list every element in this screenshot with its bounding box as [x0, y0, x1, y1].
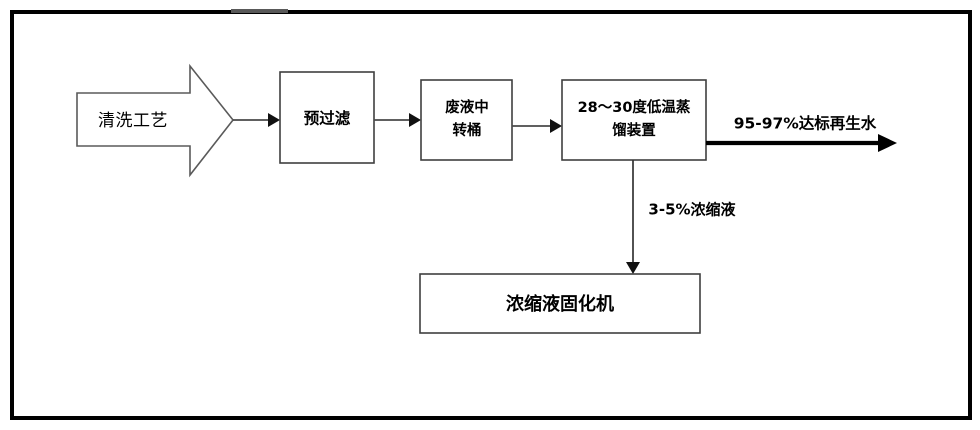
node-concentrate-solidifier[interactable]: 浓缩液固化机	[419, 273, 701, 334]
node-waste-liquid-drum[interactable]: 废液中 转桶	[420, 79, 513, 161]
top-notch-marker	[231, 9, 288, 13]
edge-label-concentrate: 3-5%浓缩液	[648, 201, 736, 219]
node-concentrate-solidifier-label: 浓缩液固化机	[506, 293, 614, 315]
node-cleaning-process-label: 清洗工艺	[98, 111, 168, 131]
node-waste-liquid-drum-label-line2: 转桶	[453, 121, 482, 139]
edge-arrowhead	[268, 113, 280, 127]
node-waste-liquid-drum-box	[420, 79, 513, 161]
block-arrow-shape	[76, 63, 235, 178]
node-pre-filter-label: 预过滤	[304, 109, 351, 128]
edge-arrowhead	[878, 134, 897, 152]
edge-label-recycled-water: 95-97%达标再生水	[734, 114, 877, 133]
edge-drum-to-distiller	[512, 119, 562, 133]
edge-concentrate-branch: 3-5%浓缩液	[626, 160, 737, 274]
node-low-temp-distiller[interactable]: 28～30度低温蒸 馏装置	[561, 79, 707, 161]
edge-arrowhead	[550, 119, 562, 133]
diagram-outer-frame	[10, 10, 972, 420]
edge-arrowhead	[409, 113, 421, 127]
edge-cleaning-to-prefilter	[233, 113, 280, 127]
node-cleaning-process[interactable]: 清洗工艺	[76, 63, 235, 178]
node-low-temp-distiller-label-line1: 28～30度低温蒸	[578, 98, 691, 116]
edge-recycled-water-output: 95-97%达标再生水	[706, 114, 897, 152]
node-pre-filter[interactable]: 预过滤	[279, 71, 375, 164]
edge-arrowhead	[626, 262, 640, 274]
node-concentrate-solidifier-box	[419, 273, 701, 334]
node-pre-filter-box	[279, 71, 375, 164]
node-low-temp-distiller-box	[561, 79, 707, 161]
edge-prefilter-to-drum	[374, 113, 421, 127]
node-low-temp-distiller-label-line2: 馏装置	[612, 121, 656, 139]
node-waste-liquid-drum-label-line1: 废液中	[445, 98, 489, 116]
